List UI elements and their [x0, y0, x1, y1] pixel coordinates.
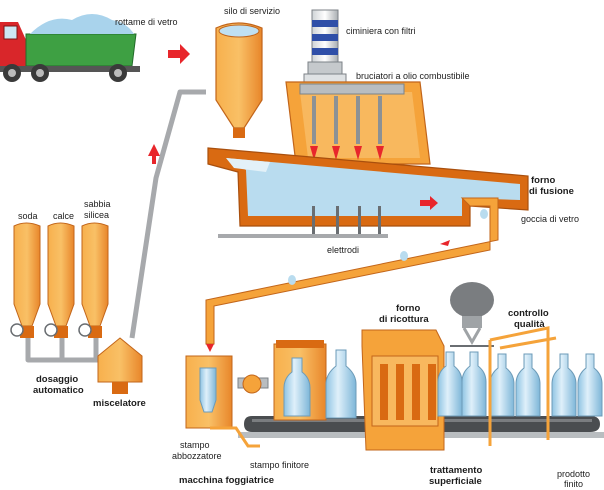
glass-scrap-pile	[30, 14, 134, 34]
label-trattamento-2: superficiale	[429, 476, 482, 487]
fuel-manifold	[299, 83, 405, 95]
label-macchina: macchina foggiatrice	[179, 475, 275, 486]
burners	[310, 96, 384, 160]
label-stampo-finitore: stampo finitore	[250, 460, 310, 470]
truck-bed	[25, 33, 137, 67]
electrodes	[218, 206, 388, 238]
gob-channel	[205, 197, 499, 352]
glass-gob	[400, 251, 408, 261]
label-stampo-abb-1: stampo	[180, 440, 210, 450]
pipes	[25, 89, 206, 363]
blank-mould	[185, 355, 269, 448]
label-forno-fusione-1: forno	[531, 175, 556, 186]
finished-bottles	[437, 351, 603, 417]
melting-furnace	[207, 81, 529, 238]
label-stampo-abb-2: abbozzatore	[172, 451, 222, 461]
bottle-row	[325, 349, 357, 419]
label-prodotto-2: finito	[564, 479, 584, 489]
label-forno-ricottura-2: di ricottura	[379, 314, 429, 325]
quality-control-frame	[488, 326, 557, 446]
label-calce: calce	[53, 211, 75, 221]
truck	[0, 14, 140, 82]
label-controllo-2: qualità	[514, 319, 545, 330]
raw-material-silos	[10, 222, 109, 338]
label-elettrodi: elettrodi	[327, 245, 360, 255]
label-controllo-1: controllo	[508, 308, 549, 319]
feed-pipe	[129, 89, 206, 339]
chimney	[303, 9, 347, 85]
label-trattamento-1: trattamento	[430, 465, 483, 476]
label-dosaggio-2: automatico	[33, 385, 84, 396]
label-ciminiera: ciminiera con filtri	[346, 26, 416, 36]
glass-gob	[288, 275, 296, 285]
silo-calce	[44, 222, 75, 338]
label-forno-fusione-2: di fusione	[529, 186, 574, 197]
label-bruciatori: bruciatori a olio combustibile	[356, 71, 470, 81]
flow-arrow-right	[420, 196, 438, 210]
flow-arrow-up	[148, 144, 160, 164]
mixer	[97, 337, 143, 394]
label-soda: soda	[18, 211, 38, 221]
truck-chassis	[0, 66, 140, 72]
silo-glass-top	[218, 24, 260, 38]
truck-window	[3, 25, 18, 40]
surface-treatment	[450, 282, 494, 347]
molten-glass	[226, 158, 520, 216]
service-silo	[215, 22, 263, 138]
label-prodotto-1: prodotto	[557, 469, 591, 479]
finishing-mould	[273, 340, 327, 421]
flow-arrow-right	[168, 44, 190, 64]
flow-arrow-down	[206, 344, 214, 352]
silo-sabbia	[78, 222, 109, 338]
label-miscelatore: miscelatore	[93, 398, 146, 409]
label-rottame: rottame di vetro	[115, 17, 178, 27]
silo-soda	[10, 222, 41, 338]
label-sabbia-1: sabbia	[84, 199, 111, 209]
annealing-furnace	[361, 329, 445, 451]
glass-gob	[480, 209, 488, 219]
label-dosaggio-1: dosaggio	[36, 374, 79, 385]
label-forno-ricottura-1: forno	[396, 303, 421, 314]
label-silo: silo di servizio	[224, 6, 281, 16]
label-sabbia-2: silicea	[84, 210, 110, 220]
label-goccia: goccia di vetro	[521, 214, 580, 224]
